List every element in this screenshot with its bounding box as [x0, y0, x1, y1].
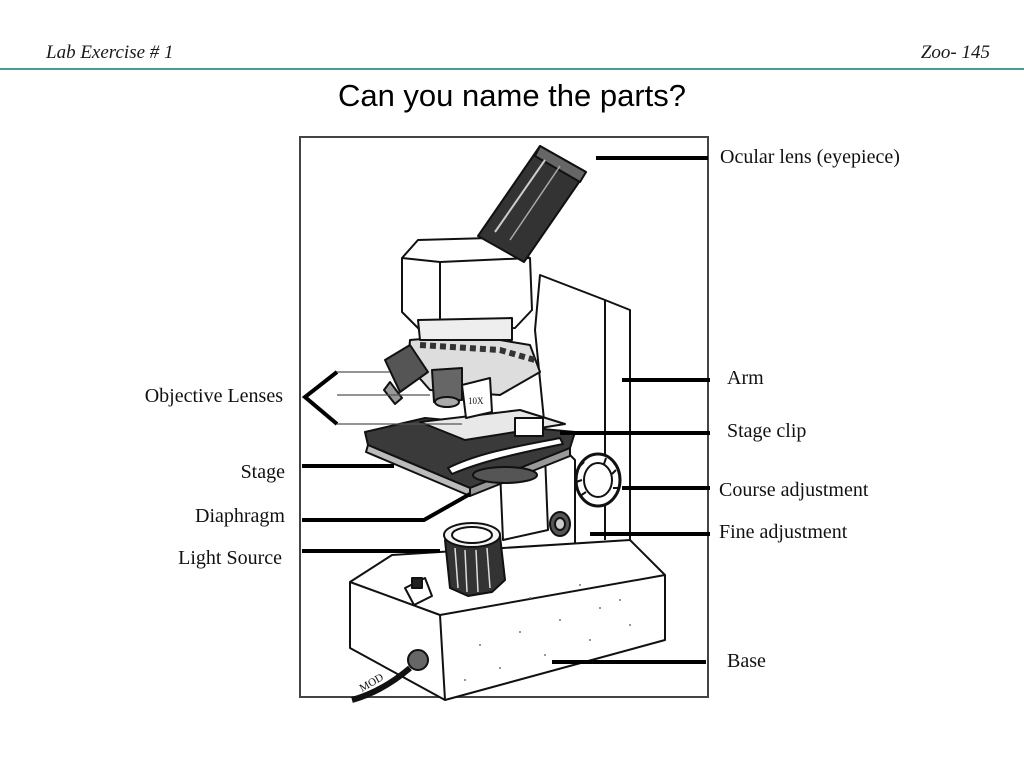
header-right-text: Zoo- 145: [920, 42, 990, 63]
objective-marking: 10X: [468, 396, 484, 406]
base-stipple: [464, 584, 631, 681]
power-cord: [351, 665, 412, 703]
label-light-source: Light Source: [178, 547, 282, 569]
label-diaphragm: Diaphragm: [195, 505, 285, 527]
microscope-illustration: MOD: [349, 145, 666, 703]
label-stage: Stage: [240, 461, 285, 483]
leader-diaphragm: [302, 492, 471, 522]
label-base: Base: [727, 650, 766, 672]
objective-pointer-lines: [337, 371, 462, 425]
header-left-text: Lab Exercise # 1: [46, 42, 174, 63]
leader-lines: [301, 156, 710, 664]
label-stage-clip: Stage clip: [727, 420, 807, 442]
label-arm: Arm: [727, 367, 764, 389]
head-collar: [417, 317, 513, 341]
objective-lens-2: [431, 367, 463, 403]
objective-lens-1: [384, 344, 429, 393]
diaphragm-disc: [472, 466, 538, 484]
label-objective-lenses: Objective Lenses: [144, 385, 283, 407]
page-title: Can you name the parts?: [337, 78, 687, 113]
stage-clip-illustration: [447, 437, 564, 475]
label-fine-adjustment: Fine adjustment: [719, 521, 848, 543]
header-rule: [0, 68, 1024, 70]
leader-objective-bracket: [301, 370, 339, 426]
label-course-adjustment: Course adjustment: [719, 479, 869, 501]
cord-plug: [407, 649, 429, 671]
objective-lens-3: [461, 377, 493, 419]
label-ocular-lens: Ocular lens (eyepiece): [720, 146, 900, 168]
